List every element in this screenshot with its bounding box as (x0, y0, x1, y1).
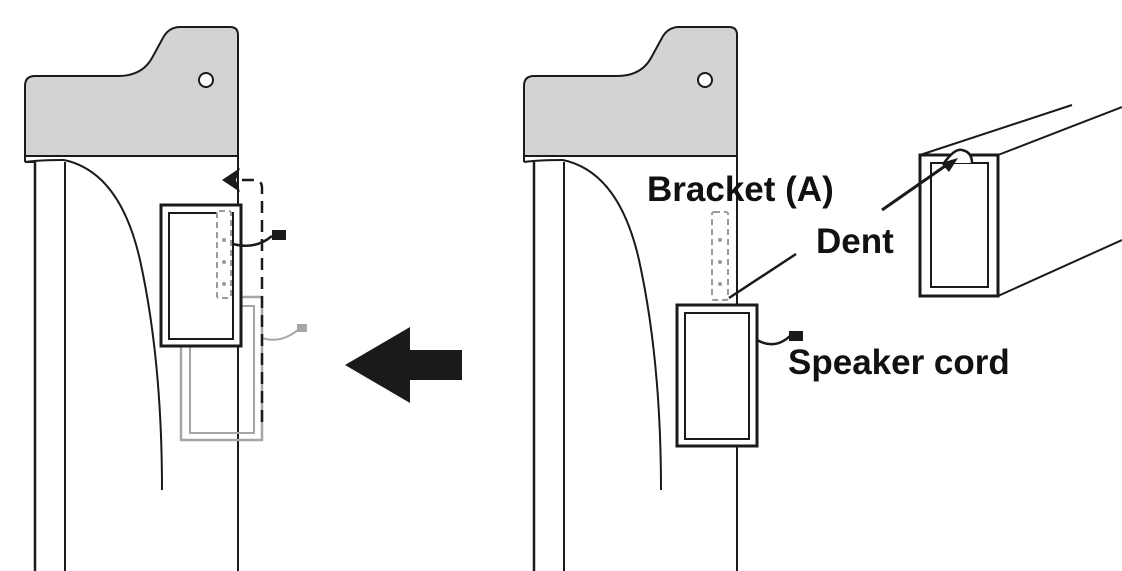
right-panel (523, 26, 803, 571)
left-speaker-cord (232, 235, 273, 247)
right-body-curve (562, 159, 662, 491)
left-gray-plate (24, 26, 239, 157)
bracket-detail (881, 104, 1122, 298)
left-routing-arrowhead (222, 168, 240, 192)
direction-arrow (345, 327, 462, 403)
detail-dent-arrow-line (881, 162, 949, 212)
dent-label: Dent (816, 222, 894, 261)
right-cord-plug (789, 331, 803, 341)
speaker-cord-label: Speaker cord (788, 343, 1010, 382)
right-speaker-outer (675, 303, 759, 448)
right-speaker-inner (684, 312, 750, 440)
left-routing-path (238, 178, 264, 422)
left-cord-plug (272, 230, 286, 240)
right-speaker-cord (756, 335, 791, 346)
left-faded-cord (261, 329, 299, 341)
right-gray-plate (523, 26, 738, 157)
detail-outer-profile (919, 104, 1122, 297)
left-panel (24, 26, 307, 571)
left-screw-hole (198, 72, 214, 88)
left-body-curve (63, 159, 163, 491)
left-speaker-inner (168, 212, 234, 340)
left-bracket-dashed (216, 210, 232, 299)
dent-pointer-line (728, 252, 797, 300)
right-screw-hole (697, 72, 713, 88)
detail-front-face (918, 153, 1000, 298)
right-bracket-dashed (711, 211, 729, 301)
left-faded-cord-plug (297, 324, 307, 332)
detail-dent (942, 148, 974, 164)
detail-dent-arrowhead (941, 158, 958, 172)
bracket-a-label: Bracket (A) (647, 170, 834, 209)
